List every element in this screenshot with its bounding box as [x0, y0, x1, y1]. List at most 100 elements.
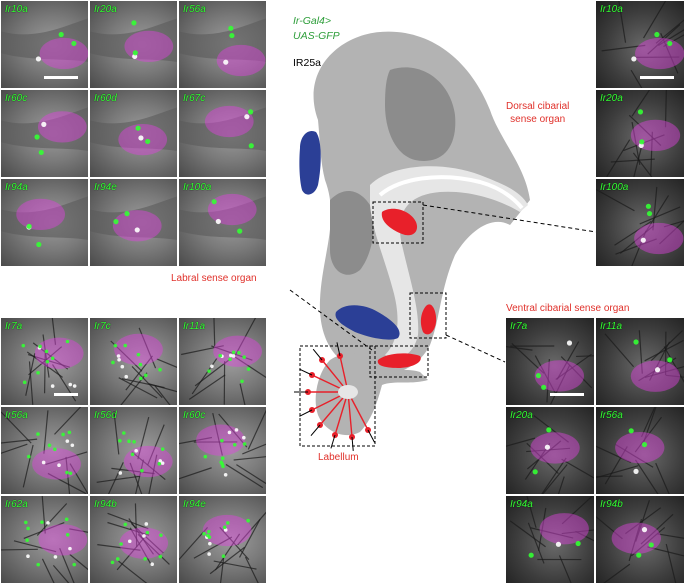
panel-label: Ir94a — [5, 182, 28, 193]
panel-label: Ir94e — [183, 499, 206, 510]
panel-label: Ir10a — [5, 4, 28, 15]
micrograph-image — [179, 409, 266, 489]
pharynx-channel — [370, 166, 528, 360]
panel-label: Ir94b — [600, 499, 623, 510]
panel-label: Ir56a — [5, 410, 28, 421]
micrograph-image — [596, 500, 684, 583]
micrograph-image — [509, 496, 594, 583]
labellum-bristle — [310, 424, 321, 436]
labral-panel-ir56a: Ir56a — [179, 1, 266, 88]
panel-label: Ir7a — [5, 321, 23, 332]
panel-label: Ir67c — [183, 93, 206, 104]
ventral-organ-label: Ventral cibarial sense organ — [506, 303, 630, 314]
panel-label: Ir62a — [5, 499, 28, 510]
labral-box — [369, 345, 429, 378]
micrograph-image — [181, 318, 266, 405]
labellum-bristle — [336, 342, 341, 357]
legend-gfp: Ir-Gal4> UAS-GFP — [293, 14, 340, 44]
micrograph-image — [96, 411, 173, 494]
labral-panel-ir60d: Ir60d — [90, 90, 177, 177]
micrograph-image — [596, 186, 684, 266]
legend-ir25a: IR25a — [293, 57, 322, 69]
labral-organ-shape — [377, 353, 421, 368]
panel-label: Ir94b — [94, 499, 117, 510]
panel-label: Ir7c — [94, 321, 111, 332]
dorsal-panel-ir100a: Ir100a — [596, 179, 684, 266]
panel-label: Ir7a — [510, 321, 528, 332]
labellum-bristle — [299, 368, 313, 376]
panel-label: Ir11a — [183, 321, 206, 332]
panel-label: Ir100a — [183, 182, 212, 193]
scale-bar — [550, 393, 584, 396]
panel-label: Ir20a — [600, 93, 623, 104]
head-inner-lobe-upper — [385, 67, 456, 161]
micrograph-image — [110, 327, 177, 405]
micrograph-image — [1, 496, 88, 583]
head-inner-lobe-lower — [330, 190, 374, 275]
scale-bar — [54, 393, 78, 396]
ventral-panel-ir20a: Ir20a — [506, 407, 594, 494]
labellum-panel-ir11a: Ir11a — [179, 318, 266, 405]
panel-label: Ir56a — [183, 4, 206, 15]
micrograph-image — [179, 193, 266, 240]
labellum-neuron-line — [334, 391, 349, 436]
scale-bar — [44, 76, 78, 79]
panel-label: Ir10a — [600, 4, 623, 15]
micrograph-image — [604, 330, 684, 392]
panel-label: Ir20a — [510, 410, 533, 421]
labral-panel-ir100a: Ir100a — [179, 179, 266, 266]
labellum-panel-ir94e: Ir94e — [179, 496, 266, 583]
micrograph-image — [506, 415, 594, 494]
labral-panel-ir60c: Ir60c — [1, 90, 88, 177]
micrograph-image — [179, 18, 266, 77]
ventral-cibarial-organ-shape — [420, 304, 437, 335]
labellum-bristle — [351, 436, 354, 451]
labellum-core — [338, 385, 358, 399]
labellum-label: Labellum — [318, 452, 359, 463]
labellum-panel-ir94b: Ir94b — [90, 496, 177, 583]
connector-ventral — [445, 334, 506, 363]
connector-labral — [289, 289, 373, 351]
dorsal-panel-ir10a: Ir10a — [596, 1, 684, 88]
ventral-panel-ir94a: Ir94a — [506, 496, 594, 583]
micrograph-image — [90, 196, 177, 242]
labellum-panel-ir56a: Ir56a — [1, 407, 88, 494]
micrograph-image — [601, 1, 684, 88]
panel-label: Ir56a — [600, 410, 623, 421]
ventral-panel-ir56a: Ir56a — [596, 407, 684, 494]
panel-label: Ir56d — [94, 410, 117, 421]
labral-panel-ir10a: Ir10a — [1, 1, 88, 88]
labral-panel-ir20a: Ir20a — [90, 1, 177, 88]
panel-label: Ir11a — [600, 321, 623, 332]
pharynx-line — [378, 175, 524, 210]
labellum-bristle — [367, 429, 375, 443]
labellum-panel-ir62a: Ir62a — [1, 496, 88, 583]
dorsal-organ-label-line2: sense organ — [510, 114, 566, 125]
panel-label: Ir94e — [94, 182, 117, 193]
ventral-panel-ir11a: Ir11a — [596, 318, 684, 405]
micrograph-image — [1, 107, 88, 156]
micrograph-image — [21, 318, 84, 405]
labellum-bristle — [312, 348, 323, 361]
panel-label: Ir20a — [94, 4, 117, 15]
legend-gfp-line1: Ir-Gal4> — [293, 15, 332, 27]
labellum-panel-ir60c: Ir60c — [179, 407, 266, 494]
ventral-box — [409, 292, 447, 339]
micrograph-image — [1, 407, 88, 494]
dorsal-organ-label-line1: Dorsal cibarial — [506, 101, 570, 112]
labellum-neuron-line — [347, 391, 353, 438]
ventral-panel-ir94b: Ir94b — [596, 496, 684, 583]
labellum-neurons — [294, 342, 375, 451]
legend-gfp-line2: UAS-GFP — [293, 30, 340, 42]
micrograph-image — [90, 107, 177, 156]
micrograph-image — [97, 503, 170, 583]
panel-label: Ir60d — [94, 93, 117, 104]
labral-panel-ir94e: Ir94e — [90, 179, 177, 266]
labellum-panel-ir7c: Ir7c — [90, 318, 177, 405]
dorsal-cibarial-organ-shape — [381, 208, 418, 236]
panel-label: Ir100a — [600, 182, 629, 193]
labellum-panel-ir56d: Ir56d — [90, 407, 177, 494]
micrograph-image — [179, 105, 266, 151]
micrograph-image — [1, 18, 88, 70]
connector-dorsal — [422, 204, 597, 233]
